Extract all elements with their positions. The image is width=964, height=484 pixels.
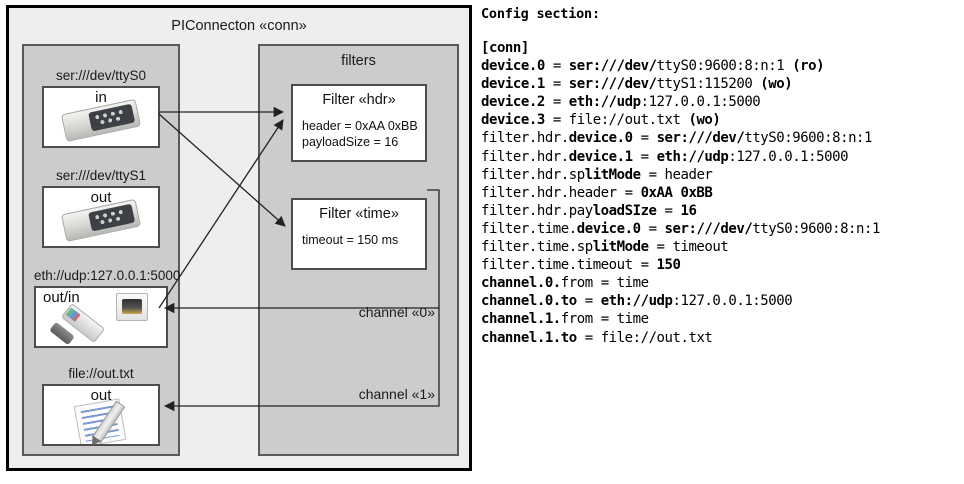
connector-diagram-frame: PIConnecton «conn» ser:///dev/ttyS0 in s… (6, 5, 472, 471)
config-line: channel.1.from = time (481, 311, 649, 328)
config-line: [conn] (481, 40, 529, 56)
config-line: device.3 = file://out.txt (wo) (481, 112, 721, 129)
device-direction: out (90, 387, 112, 404)
network-jack-icon (36, 288, 166, 346)
config-line: device.2 = eth://udp:127.0.0.1:5000 (481, 94, 761, 111)
filters-panel: filters Filter «hdr» header = 0xAA 0xBB … (258, 44, 459, 456)
config-line: filter.hdr.device.0 = ser:///dev/ttyS0:9… (481, 130, 873, 147)
config-line: channel.0.from = time (481, 275, 649, 292)
device-direction: in (95, 89, 107, 106)
filter-attribute: timeout = 150 ms (302, 233, 399, 247)
device-label: eth://udp:127.0.0.1:5000 (34, 268, 181, 283)
config-line: device.0 = ser:///dev/ttyS0:9600:8:n:1 (… (481, 58, 825, 75)
device-box[interactable]: out (42, 384, 160, 446)
config-line: filter.hdr.device.1 = eth://udp:127.0.0.… (481, 148, 849, 165)
config-line: filter.hdr.splitMode = header (481, 166, 713, 183)
devices-panel: ser:///dev/ttyS0 in ser:///dev/ttyS1 out (22, 44, 180, 456)
device-direction: out/in (43, 289, 80, 306)
config-line: device.1 = ser:///dev/ttyS1:115200 (wo) (481, 76, 793, 93)
filter-attributes: header = 0xAA 0xBB payloadSize = 16 (302, 118, 418, 150)
config-section-heading: Config section: (481, 6, 600, 22)
filter-attribute: payloadSize = 16 (302, 135, 399, 149)
filter-time-box[interactable]: Filter «time» timeout = 150 ms (291, 198, 427, 270)
config-line: filter.time.device.0 = ser:///dev/ttyS0:… (481, 220, 880, 237)
device-label: ser:///dev/ttyS1 (55, 168, 147, 183)
filters-panel-title: filters (341, 53, 376, 69)
device-box[interactable]: out/in (34, 286, 168, 348)
config-line: channel.1.to = file://out.txt (481, 329, 713, 346)
config-line: filter.hdr.payloadSIze = 16 (481, 202, 697, 219)
filter-attributes: timeout = 150 ms (302, 232, 398, 248)
config-section-text: [conn] device.0 = ser:///dev/ttyS0:9600:8… (481, 39, 959, 347)
channel-1-label: channel «1» (358, 386, 435, 402)
device-label: file://out.txt (68, 366, 134, 381)
device-item-ttyS1[interactable]: ser:///dev/ttyS1 out (42, 168, 160, 248)
config-section: Config section: [conn] device.0 = ser:///… (481, 6, 959, 347)
device-box[interactable]: in (42, 86, 160, 148)
filter-hdr-box[interactable]: Filter «hdr» header = 0xAA 0xBB payloadS… (291, 84, 427, 162)
channel-0-label: channel «0» (358, 304, 435, 320)
device-box[interactable]: out (42, 186, 160, 248)
diagram-title: PIConnecton «conn» (171, 18, 307, 34)
config-line: filter.time.splitMode = timeout (481, 239, 729, 256)
config-line: filter.hdr.header = 0xAA 0xBB (481, 184, 713, 201)
config-line: filter.time.timeout = 150 (481, 257, 681, 274)
filter-attribute: header = 0xAA 0xBB (302, 119, 418, 133)
device-item-ttyS0[interactable]: ser:///dev/ttyS0 in (42, 68, 160, 148)
device-item-file[interactable]: file://out.txt out (42, 366, 160, 446)
device-direction: out (90, 189, 112, 206)
filter-title: Filter «time» (319, 206, 399, 222)
device-item-eth[interactable]: eth://udp:127.0.0.1:5000 out/in (34, 268, 181, 348)
device-label: ser:///dev/ttyS0 (55, 68, 147, 83)
filter-title: Filter «hdr» (322, 92, 396, 108)
config-line: channel.0.to = eth://udp:127.0.0.1:5000 (481, 293, 793, 310)
